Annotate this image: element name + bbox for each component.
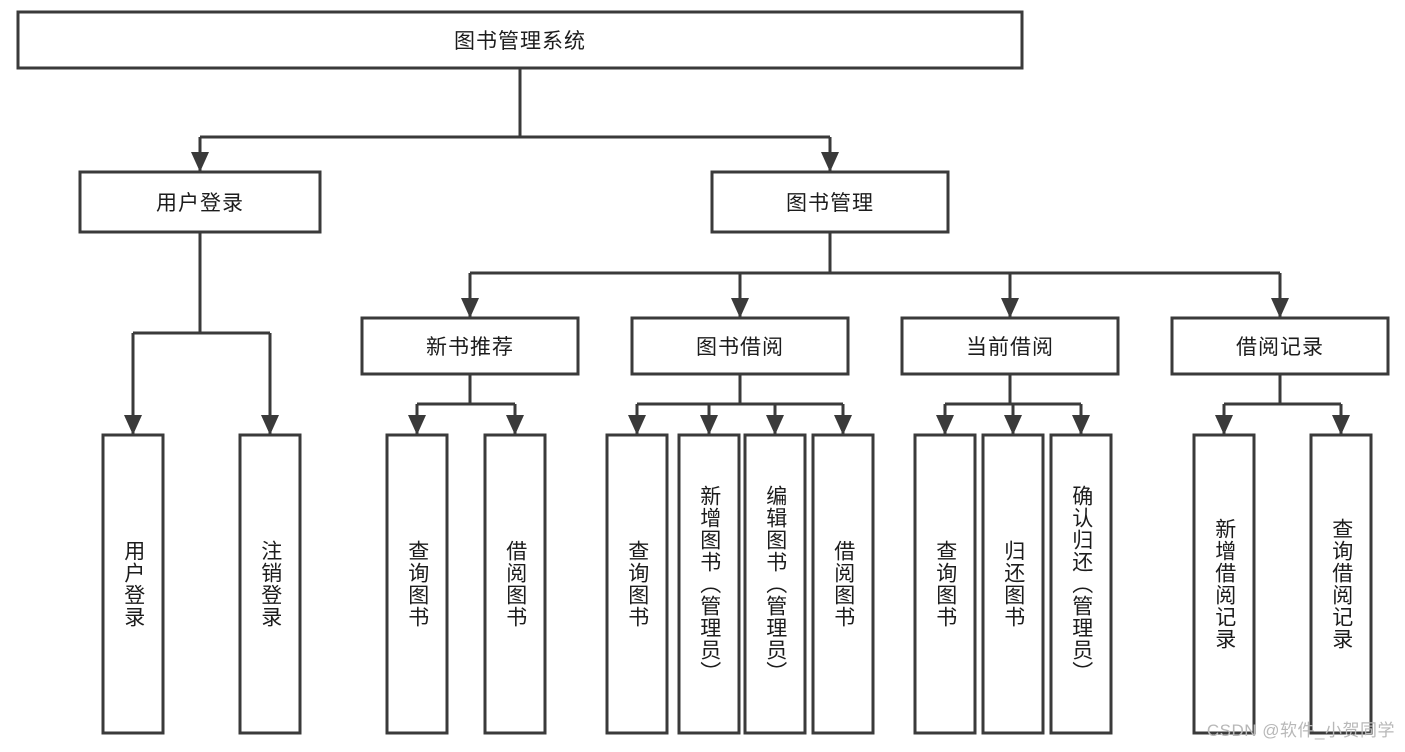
- node-box-borrow-record[interactable]: [1170, 316, 1390, 376]
- node-box-leaf-borrow-book[interactable]: [811, 433, 875, 735]
- arrow-icon-leaf-borrow-book: [834, 415, 852, 435]
- node-box-leaf-query-book-recommend[interactable]: [385, 433, 449, 735]
- arrow-icon-leaf-edit-book-admin: [766, 415, 784, 435]
- arrow-icon-leaf-borrow-book-recommend: [506, 415, 524, 435]
- arrow-icon-leaf-confirm-return-admin: [1072, 415, 1090, 435]
- connector-layer: [124, 68, 1350, 435]
- arrow-icon-user-login: [191, 152, 209, 172]
- node-box-leaf-borrow-book-recommend[interactable]: [483, 433, 547, 735]
- node-layer: [16, 10, 1390, 735]
- node-box-root[interactable]: [16, 10, 1024, 70]
- arrow-icon-leaf-query-borrow-record: [1332, 415, 1350, 435]
- node-box-leaf-query-borrow-record[interactable]: [1309, 433, 1373, 735]
- arrow-icon-leaf-logout-login: [261, 415, 279, 435]
- node-box-leaf-logout-login[interactable]: [238, 433, 302, 735]
- arrow-icon-leaf-query-book-current: [936, 415, 954, 435]
- node-box-leaf-user-login[interactable]: [101, 433, 165, 735]
- arrow-icon-book-manage: [821, 152, 839, 172]
- arrow-icon-borrow-record: [1271, 298, 1289, 318]
- arrow-icon-leaf-query-book-recommend: [408, 415, 426, 435]
- node-box-new-book-recommend[interactable]: [360, 316, 580, 376]
- node-box-leaf-add-book-admin[interactable]: [677, 433, 741, 735]
- node-box-leaf-query-book-borrow[interactable]: [605, 433, 669, 735]
- node-box-leaf-query-book-current[interactable]: [913, 433, 977, 735]
- node-box-leaf-add-borrow-record[interactable]: [1192, 433, 1256, 735]
- watermark: CSDN @软件_小贺同学: [1206, 721, 1395, 740]
- node-box-current-borrow[interactable]: [900, 316, 1120, 376]
- node-box-book-borrow[interactable]: [630, 316, 850, 376]
- node-box-book-manage[interactable]: [710, 170, 950, 234]
- arrow-icon-leaf-user-login: [124, 415, 142, 435]
- node-box-leaf-confirm-return-admin[interactable]: [1049, 433, 1113, 735]
- arrow-icon-book-borrow: [731, 298, 749, 318]
- arrow-icon-leaf-add-book-admin: [700, 415, 718, 435]
- node-box-leaf-return-book[interactable]: [981, 433, 1045, 735]
- node-box-leaf-edit-book-admin[interactable]: [743, 433, 807, 735]
- node-box-user-login[interactable]: [78, 170, 322, 234]
- arrow-icon-leaf-query-book-borrow: [628, 415, 646, 435]
- arrow-icon-new-book-recommend: [461, 298, 479, 318]
- arrow-icon-leaf-add-borrow-record: [1215, 415, 1233, 435]
- arrow-icon-current-borrow: [1001, 298, 1019, 318]
- arrow-icon-leaf-return-book: [1004, 415, 1022, 435]
